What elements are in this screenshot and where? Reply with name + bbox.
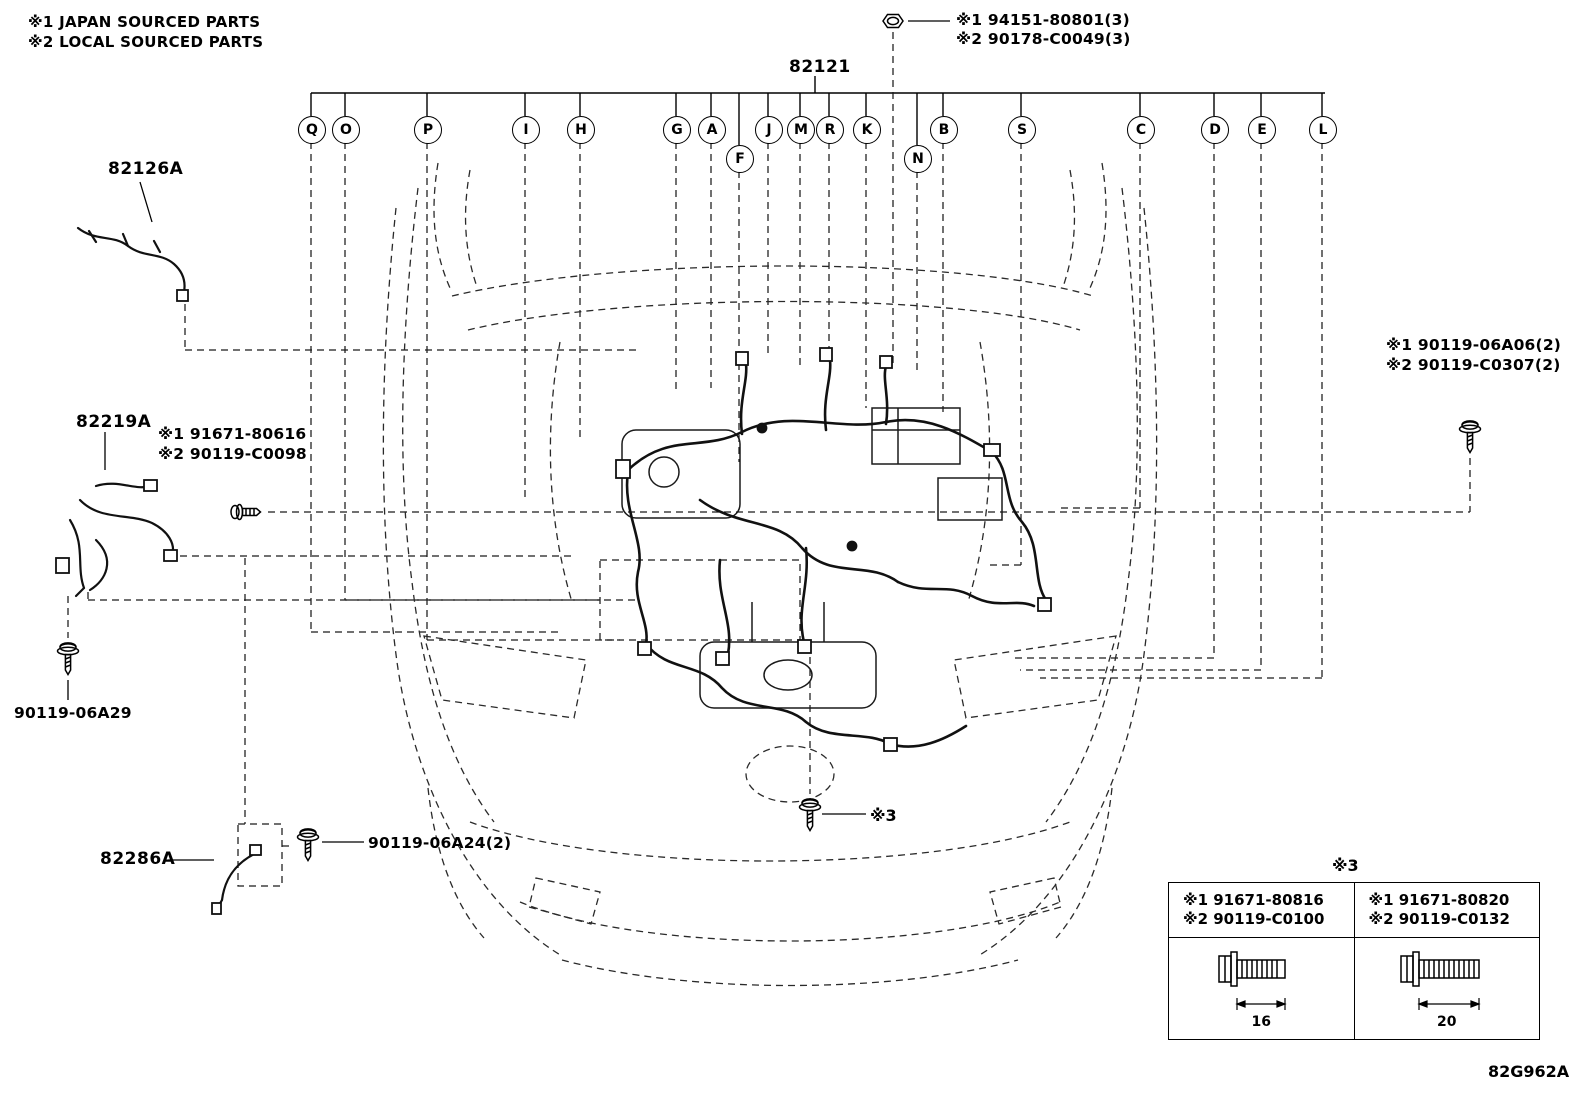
callout-letter: D	[1209, 122, 1221, 138]
fastener-right-line1: ※1 90119-06A06(2)	[1386, 336, 1562, 354]
callout-G: G	[663, 116, 691, 144]
engine-bay-structures	[621, 407, 1003, 709]
screw-icon	[230, 503, 262, 521]
callout-letter: A	[706, 122, 718, 138]
bolt-spec-col1-line2: ※2 90119-C0100	[1183, 910, 1325, 928]
callout-letter: K	[861, 122, 873, 138]
callout-R: R	[816, 116, 844, 144]
flange-bolt-icon	[1218, 950, 1287, 1010]
callout-B: B	[930, 116, 958, 144]
callout-bracket	[310, 76, 1325, 145]
leader-lines	[67, 32, 1471, 887]
part-number-82286A: 82286A	[100, 849, 176, 869]
part-number-82121: 82121	[789, 57, 851, 77]
bolt-spec-col1-header: ※1 91671-80816 ※2 90119-C0100	[1169, 883, 1354, 937]
harness-82219A-sketch	[55, 479, 178, 598]
ref3-center-label: ※3	[870, 806, 897, 825]
bolt-spec-table-body: 16 20	[1169, 938, 1539, 1039]
callout-K: K	[853, 116, 881, 144]
fastener-top-right-line1: ※1 94151-80801(3)	[956, 11, 1130, 29]
callout-D: D	[1201, 116, 1229, 144]
fastener-91671-line1: ※1 91671-80616	[158, 425, 307, 443]
fastener-91671-line2: ※2 90119-C0098	[158, 445, 307, 463]
callout-N: N	[904, 145, 932, 173]
callout-letter: C	[1135, 122, 1147, 138]
callout-letter: B	[938, 122, 950, 138]
engine-harness	[625, 358, 1048, 748]
screw-icon	[56, 642, 80, 676]
callout-letter: S	[1016, 122, 1028, 138]
bolt-spec-col2-line1: ※1 91671-80820	[1368, 890, 1510, 909]
bolt-spec-col2-line2: ※2 90119-C0132	[1368, 910, 1510, 928]
fastener-06A24: 90119-06A24(2)	[368, 834, 512, 852]
callout-M: M	[787, 116, 815, 144]
harness-82126A-sketch	[76, 226, 189, 302]
harness-connectors	[615, 347, 1052, 752]
callout-letter: Q	[306, 122, 318, 138]
callout-E: E	[1248, 116, 1276, 144]
part-number-82219A: 82219A	[76, 412, 152, 432]
callout-letter: P	[422, 122, 434, 138]
screw-icon	[798, 798, 822, 832]
note-japan-sourced: ※1 JAPAN SOURCED PARTS	[28, 13, 261, 31]
callout-letter: E	[1257, 122, 1267, 138]
callout-letter: L	[1318, 122, 1328, 138]
callout-letter: M	[794, 122, 808, 138]
callout-H: H	[567, 116, 595, 144]
screw-icon	[1458, 420, 1482, 454]
ref3-table-label: ※3	[1332, 856, 1359, 875]
callout-I: I	[512, 116, 540, 144]
diagram-code: 82G962A	[1488, 1062, 1570, 1081]
callout-letter: G	[671, 122, 683, 138]
bolt-spec-table-header: ※1 91671-80816 ※2 90119-C0100 ※1 91671-8…	[1169, 883, 1539, 938]
harness-82286A-sketch	[211, 844, 262, 915]
nut-icon	[882, 13, 904, 29]
callout-letter: N	[912, 151, 924, 167]
bolt-length-16: 16	[1251, 1013, 1271, 1030]
note-local-sourced: ※2 LOCAL SOURCED PARTS	[28, 33, 264, 51]
callout-J: J	[755, 116, 783, 144]
callout-letter: F	[735, 151, 745, 167]
bolt-spec-col2-drawing: 20	[1353, 938, 1540, 1039]
callout-letter: J	[766, 122, 772, 138]
callout-L: L	[1309, 116, 1337, 144]
car-outline	[382, 162, 1158, 987]
bolt-spec-col1-line1: ※1 91671-80816	[1183, 890, 1324, 909]
callout-S: S	[1008, 116, 1036, 144]
bolt-length-20: 20	[1437, 1013, 1457, 1030]
callout-A: A	[698, 116, 726, 144]
callout-O: O	[332, 116, 360, 144]
callout-Q: Q	[298, 116, 326, 144]
label-connectors	[67, 20, 950, 861]
bolt-spec-col2-header: ※1 91671-80820 ※2 90119-C0132	[1353, 883, 1540, 937]
callout-letter: R	[824, 122, 836, 138]
bolt-spec-table: ※1 91671-80816 ※2 90119-C0100 ※1 91671-8…	[1168, 882, 1540, 1040]
callout-C: C	[1127, 116, 1155, 144]
callout-letter: O	[340, 122, 352, 138]
callout-letter: H	[575, 122, 587, 138]
callout-letter: I	[523, 122, 529, 138]
fastener-06A29: 90119-06A29	[14, 704, 132, 722]
screw-icon	[296, 828, 320, 862]
fastener-right-line2: ※2 90119-C0307(2)	[1386, 356, 1561, 374]
part-number-82126A: 82126A	[108, 159, 184, 179]
callout-F: F	[726, 145, 754, 173]
fastener-top-right-line2: ※2 90178-C0049(3)	[956, 30, 1131, 48]
flange-bolt-icon	[1400, 950, 1481, 1010]
callout-P: P	[414, 116, 442, 144]
bolt-spec-col1-drawing: 16	[1169, 938, 1354, 1039]
